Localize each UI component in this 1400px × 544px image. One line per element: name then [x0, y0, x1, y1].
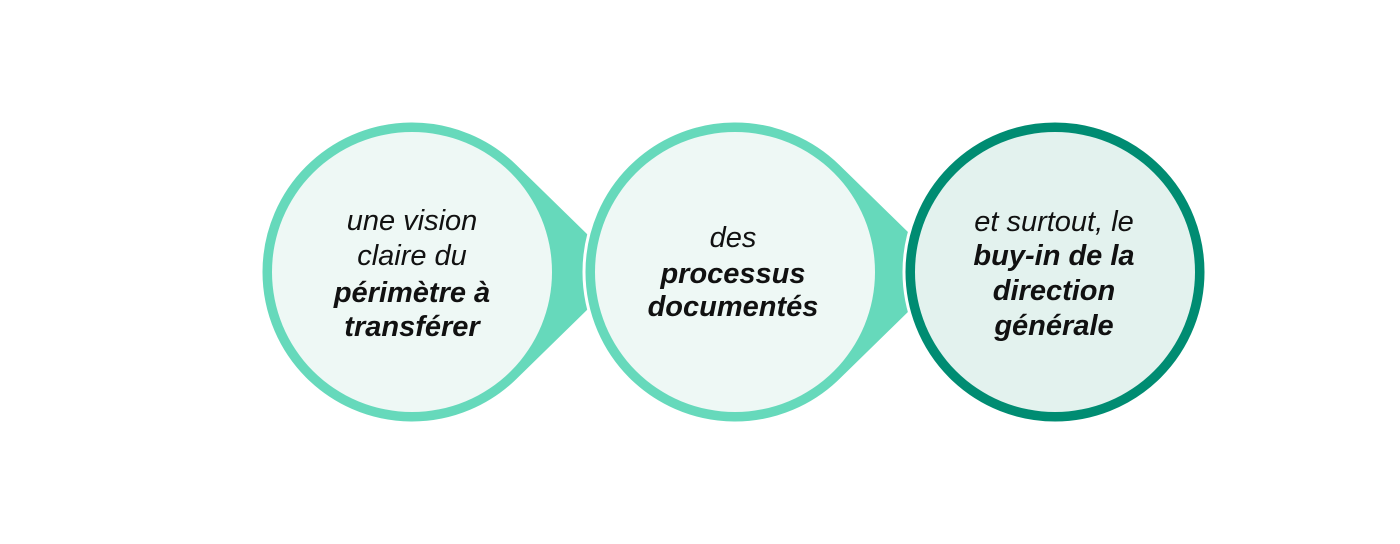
step-1-line-1: une vision — [347, 205, 478, 237]
circle-fill — [595, 132, 875, 412]
step-3-line-2: buy-in de la — [973, 240, 1134, 272]
step-3-line-4: générale — [993, 310, 1113, 342]
circle-fill — [272, 132, 552, 412]
circle-fill — [915, 132, 1195, 412]
step-2-line-1: des — [710, 222, 757, 254]
step-3-line-1: et surtout, le — [974, 206, 1134, 238]
step-3-line-3: direction — [993, 275, 1115, 307]
step-2-line-3: documentés — [648, 291, 819, 323]
step-2-text: des processus documentés — [648, 222, 819, 323]
step-1-text: une vision claire du périmètre à transfé… — [333, 205, 490, 343]
step-1-line-2: claire du — [357, 240, 467, 272]
step-3-text: et surtout, le buy-in de la direction gé… — [973, 206, 1134, 342]
step-3-shape — [902, 119, 1208, 425]
step-2-shape — [582, 119, 954, 425]
step-1-shape — [259, 119, 631, 425]
step-1-line-4: transférer — [344, 311, 481, 343]
step-1-line-3: périmètre à — [333, 277, 490, 309]
step-2-line-2: processus — [659, 258, 805, 290]
